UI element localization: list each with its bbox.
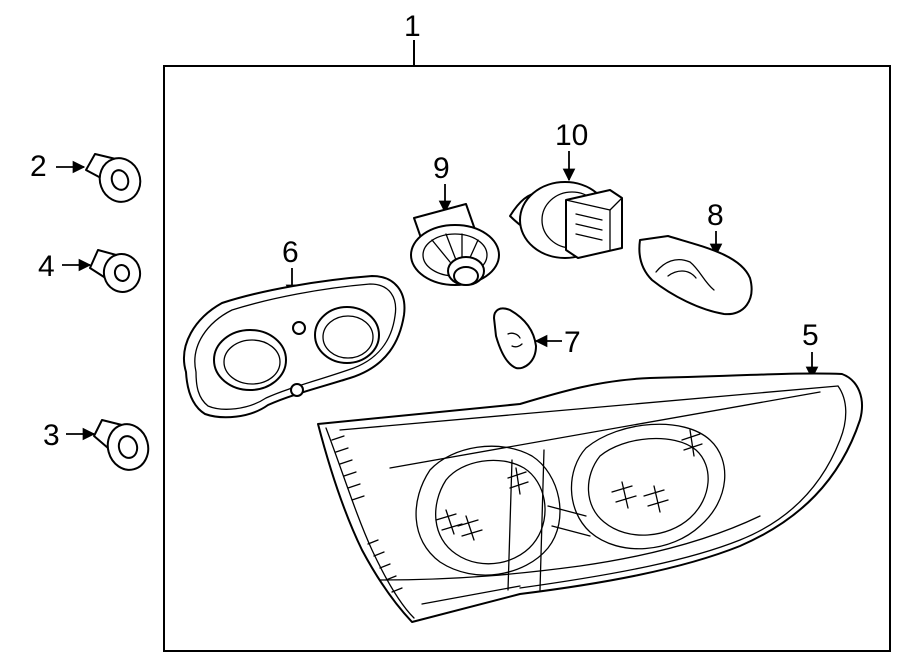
callout-2: 2 [30,150,47,183]
callout-3: 3 [43,419,60,452]
callout-1: 1 [404,10,421,43]
assembly-frame [163,65,891,652]
part-3-fastener [93,419,150,471]
part-5-lamp-assembly [317,372,863,623]
part-10-socket [509,181,623,259]
part-8-bulb [638,235,753,316]
callout-8: 8 [707,199,724,232]
part-9-socket [410,203,500,286]
callout-10: 10 [555,119,588,152]
callout-7: 7 [564,326,581,359]
part-6-gasket [183,275,406,419]
part-4-fastener [89,249,142,293]
callout-9: 9 [433,152,450,185]
part-7-bulb [493,307,537,370]
callout-6: 6 [282,236,299,269]
callout-4: 4 [38,250,55,283]
callout-5: 5 [802,319,819,352]
part-2-fastener [85,153,142,203]
